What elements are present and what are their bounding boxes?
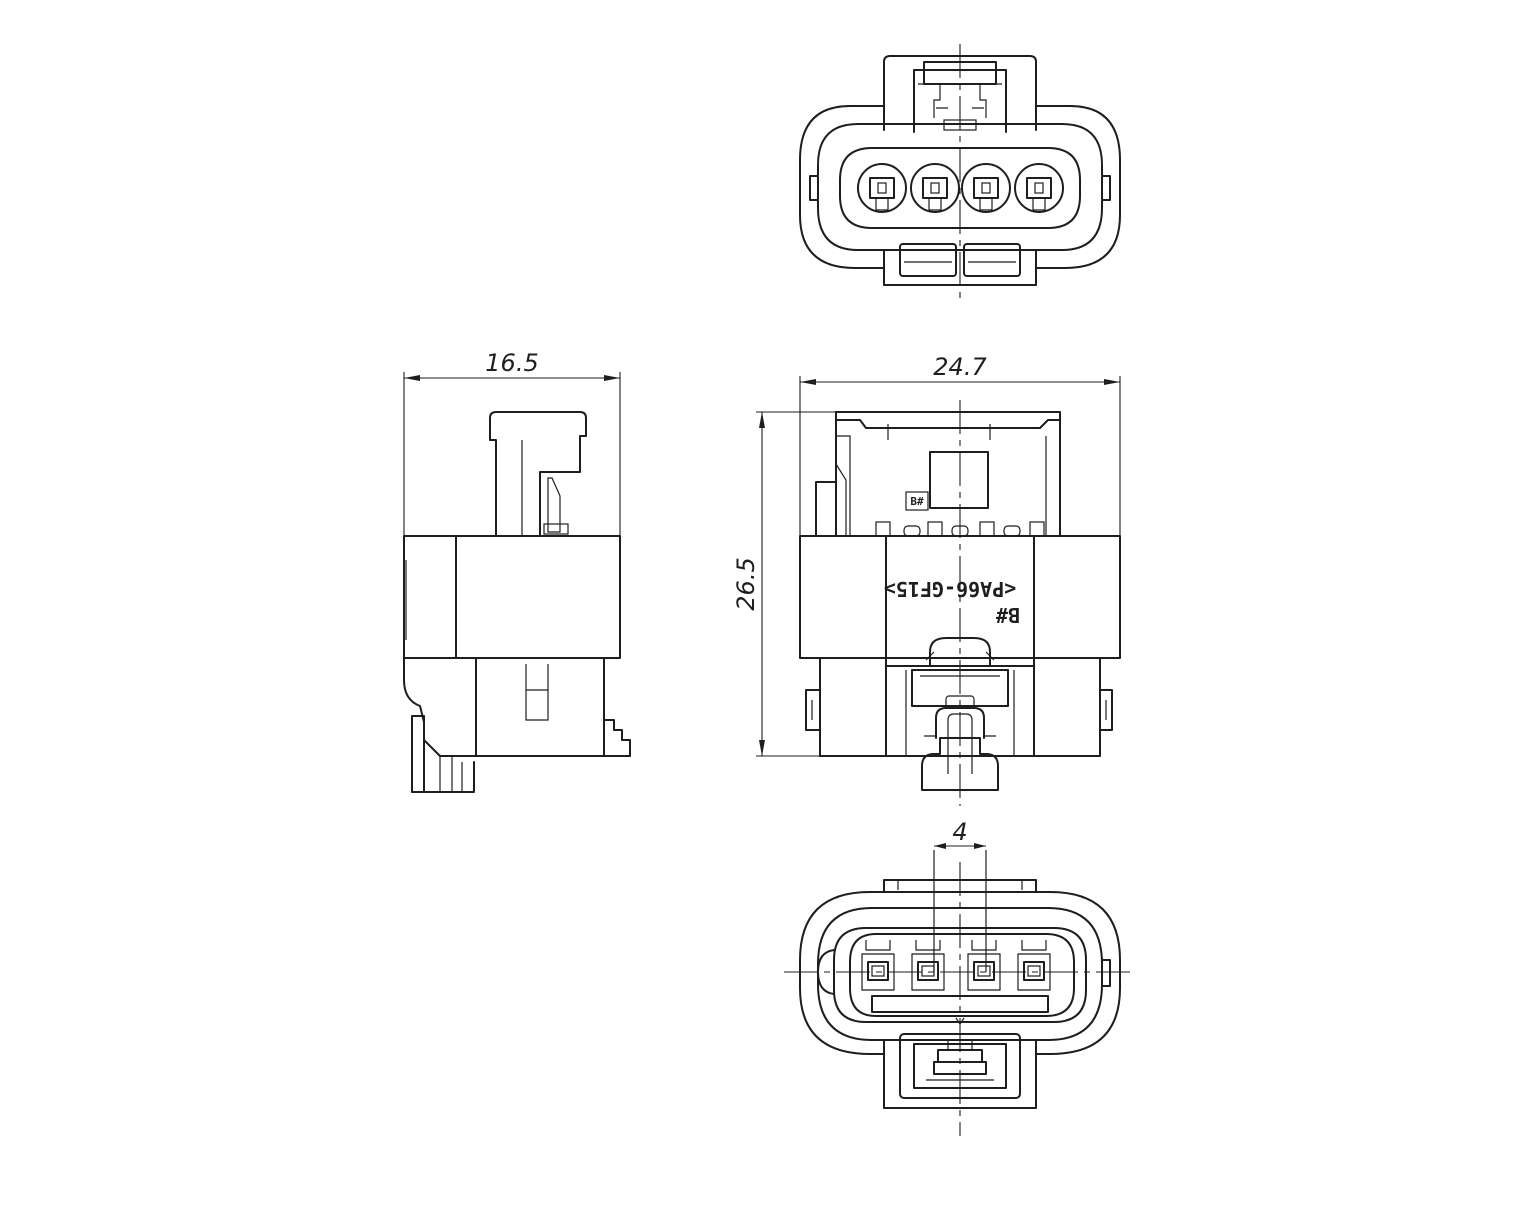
bottom-view-terminals [861,940,1051,991]
top-view-pins [857,163,1064,213]
dimension-front-width-label: 24.7 [933,353,987,381]
dimension-side-width-label: 16.5 [485,349,538,377]
dimension-front-height: 26.5 [732,411,836,757]
side-view [403,411,631,793]
material-marking: <PA66-GF15> [884,577,1016,601]
top-view [799,44,1121,300]
front-view: B# <PA66-GF15> B# [799,400,1121,806]
front-view-small-mark: B# [910,495,924,508]
dimension-side-width: 16.5 [403,349,621,536]
dimension-pin-pitch: 4 [934,818,986,849]
dimension-front-height-label: 26.5 [732,557,760,610]
bottom-view [784,850,1136,1136]
dimension-pin-pitch-label: 4 [952,818,967,846]
variant-marking: B# [996,603,1020,627]
dimension-front-width: 24.7 [799,353,1121,536]
